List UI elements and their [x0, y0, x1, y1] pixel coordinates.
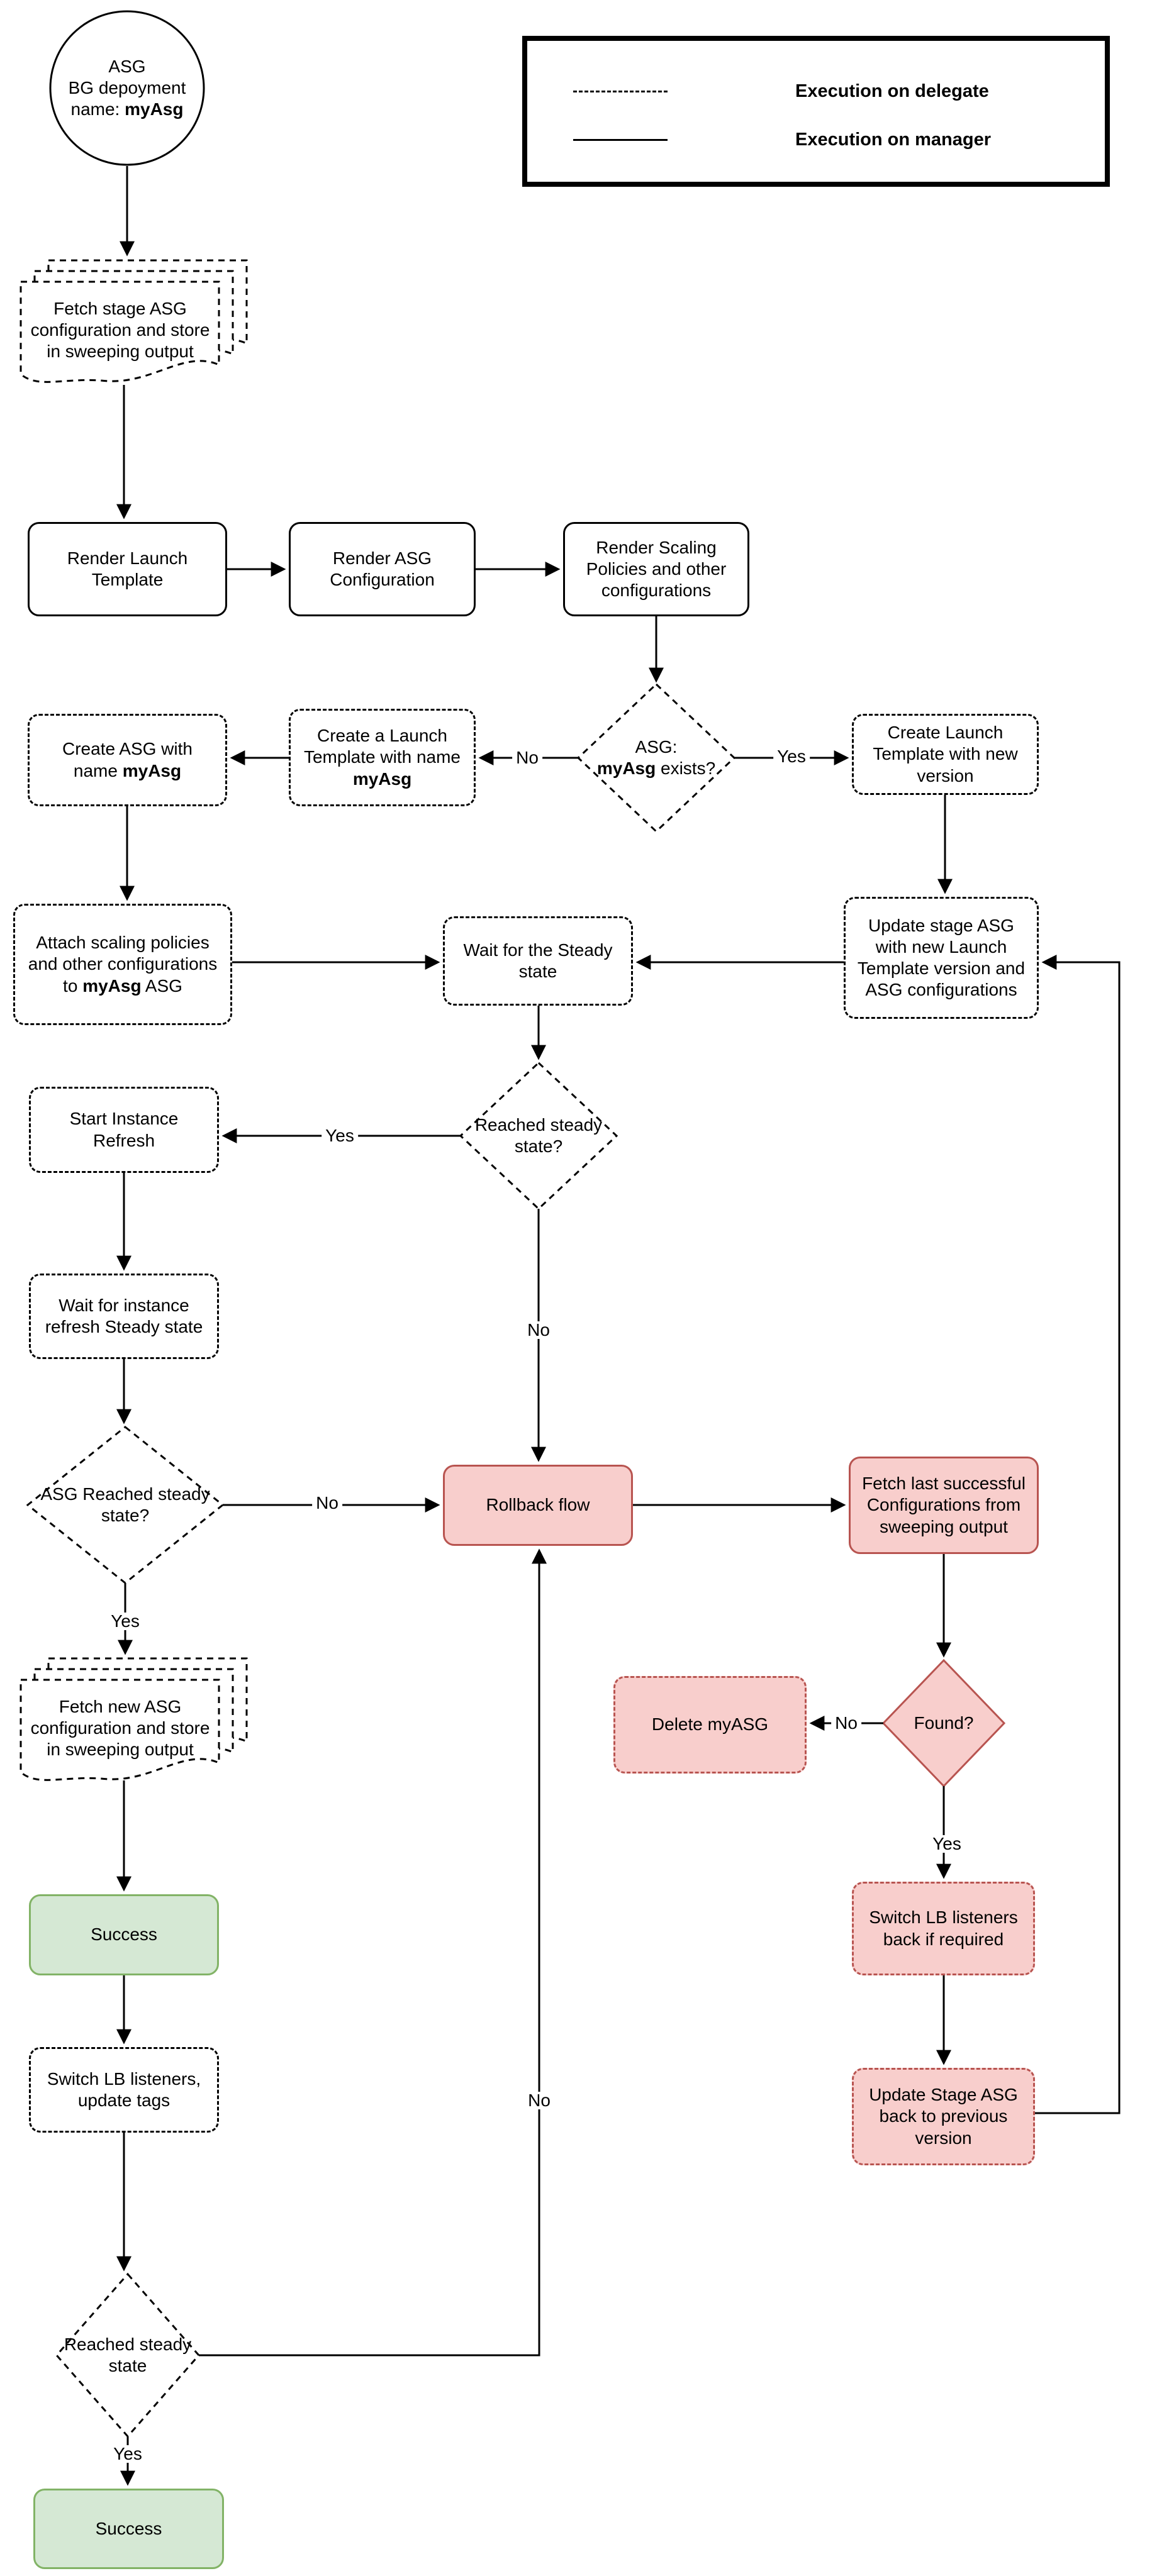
node-asg-exists: ASG: myAsg exists?: [593, 720, 719, 796]
edge-label-exists-yes: Yes: [773, 748, 810, 765]
attach-policies-prefix: Attach scaling policies and other config…: [28, 933, 218, 996]
rollback-flow-text: Rollback flow: [486, 1495, 590, 1515]
start-line3-bold: myAsg: [125, 99, 184, 119]
legend-row-manager: Execution on manager: [573, 127, 991, 152]
start-line1: ASG: [108, 56, 146, 76]
update-stage-asg-text: Update stage ASG with new Launch Templat…: [857, 915, 1026, 1000]
node-render-launch-template: Render Launch Template: [28, 522, 227, 616]
legend-label-manager: Execution on manager: [795, 129, 992, 150]
render-asg-configuration-text: Render ASG Configuration: [330, 548, 435, 589]
edge-update-back-loop: [1035, 955, 1121, 2114]
node-update-stage-back: Update Stage ASG back to previous versio…: [852, 2068, 1035, 2165]
diamond-reached-steady: [459, 1061, 618, 1211]
start-line3: name:: [70, 99, 125, 119]
multi-document-fetch-new: [20, 1657, 248, 1781]
create-launch-new-text: Create Launch Template with new version: [873, 723, 1018, 786]
node-create-launch-template-new: Create Launch Template with new version: [852, 714, 1039, 795]
switch-lb-back-text: Switch LB listeners back if required: [869, 1907, 1018, 1949]
start-line2: BG depoyment: [68, 77, 186, 97]
create-asg-prefix: Create ASG with name: [62, 739, 193, 780]
edge-final-no-to-rollback: [199, 1548, 547, 2357]
diamond-asg-exists: [576, 682, 736, 833]
render-scaling-policies-text: Render Scaling Policies and other config…: [586, 537, 727, 601]
render-launch-template-text: Render Launch Template: [67, 548, 188, 589]
legend-label-delegate: Execution on delegate: [795, 80, 989, 101]
dashed-line-sample: [573, 90, 668, 92]
node-render-asg-configuration: Render ASG Configuration: [289, 522, 476, 616]
node-asg-reached-steady: ASG Reached steady state?: [40, 1467, 210, 1543]
create-asg-bold: myAsg: [122, 760, 182, 780]
node-update-stage-asg: Update stage ASG with new Launch Templat…: [844, 897, 1039, 1019]
attach-policies-bold: myAsg: [82, 975, 142, 996]
solid-line-sample: [573, 138, 668, 141]
node-attach-policies: Attach scaling policies and other config…: [13, 904, 232, 1025]
legend: Execution on delegate Execution on manag…: [522, 36, 1110, 187]
create-launch-named-prefix: Create a Launch Template with name: [303, 726, 461, 767]
success-mid-text: Success: [91, 1924, 157, 1945]
node-wait-steady-state: Wait for the Steady state: [443, 916, 633, 1006]
asg-exists-suffix: exists?: [656, 758, 716, 778]
node-found: Found?: [900, 1704, 988, 1742]
node-create-asg: Create ASG with name myAsg: [28, 714, 227, 806]
start-circle-shape: [49, 10, 205, 166]
edge-label-asg-reached-no: No: [312, 1494, 342, 1512]
create-asg-text: Create ASG with name myAsg: [38, 738, 216, 781]
asg-exists-bold: myAsg: [596, 758, 656, 778]
fetch-stage-text: Fetch stage ASG configuration and store …: [30, 298, 210, 362]
node-create-launch-template-named: Create a Launch Template with name myAsg: [289, 709, 476, 806]
wait-steady-text: Wait for the Steady state: [463, 940, 613, 981]
edge-label-reached-no: No: [523, 1321, 554, 1339]
create-launch-named-bold: myAsg: [352, 769, 412, 789]
node-start-instance-refresh: Start Instance Refresh: [29, 1087, 219, 1173]
legend-row-delegate: Execution on delegate: [573, 79, 989, 104]
node-fetch-last-successful: Fetch last successful Configurations fro…: [849, 1457, 1039, 1554]
attach-policies-text: Attach scaling policies and other config…: [24, 932, 221, 996]
fetch-new-text: Fetch new ASG configuration and store in…: [30, 1696, 210, 1760]
found-text: Found?: [914, 1713, 974, 1733]
edge-label-final-yes: Yes: [109, 2445, 146, 2463]
node-start-circle: ASG BG depoyment name: myAsg: [52, 45, 203, 131]
node-render-scaling-policies: Render Scaling Policies and other config…: [563, 522, 749, 616]
success-final-text: Success: [95, 2518, 162, 2538]
asg-reached-steady-text: ASG Reached steady state?: [40, 1484, 210, 1525]
delete-myasg-text: Delete myASG: [651, 1714, 769, 1735]
edge-label-found-yes: Yes: [929, 1835, 965, 1853]
edge-label-found-no: No: [831, 1714, 861, 1732]
node-delete-myasg: Delete myASG: [613, 1676, 807, 1774]
update-stage-back-text: Update Stage ASG back to previous versio…: [869, 2085, 1018, 2148]
node-fetch-stage-config: Fetch stage ASG configuration and store …: [24, 286, 216, 374]
reached-steady-text: Reached steady state?: [474, 1114, 603, 1156]
node-switch-lb-back: Switch LB listeners back if required: [852, 1882, 1035, 1975]
reached-steady-final-text: Reached steady state: [64, 2334, 192, 2375]
node-rollback-flow: Rollback flow: [443, 1465, 633, 1546]
edges: [116, 166, 1121, 2486]
node-reached-steady: Reached steady state?: [469, 1098, 608, 1174]
asg-exists-line1: ASG:: [635, 736, 678, 757]
wait-instance-refresh-text: Wait for instance refresh Steady state: [45, 1295, 203, 1336]
edge-label-reached-yes: Yes: [322, 1127, 358, 1145]
node-fetch-new-config: Fetch new ASG configuration and store in…: [24, 1684, 216, 1772]
edge-label-asg-reached-yes: Yes: [107, 1613, 143, 1630]
fetch-last-successful-text: Fetch last successful Configurations fro…: [862, 1474, 1026, 1536]
edge-label-final-no: No: [524, 2092, 554, 2109]
node-switch-lb-update-tags: Switch LB listeners, update tags: [29, 2047, 219, 2133]
multi-document-fetch-stage: [20, 259, 248, 383]
node-wait-instance-refresh: Wait for instance refresh Steady state: [29, 1274, 219, 1359]
node-reached-steady-final: Reached steady state: [52, 2318, 203, 2393]
attach-policies-suffix: ASG: [141, 975, 182, 996]
node-success-mid: Success: [29, 1894, 219, 1975]
edge-label-exists-no: No: [512, 749, 542, 767]
create-launch-named-text: Create a Launch Template with name myAsg: [299, 725, 465, 789]
node-success-final: Success: [33, 2489, 224, 2569]
switch-lb-update-tags-text: Switch LB listeners, update tags: [47, 2068, 201, 2110]
start-instance-refresh-text: Start Instance Refresh: [69, 1109, 179, 1150]
